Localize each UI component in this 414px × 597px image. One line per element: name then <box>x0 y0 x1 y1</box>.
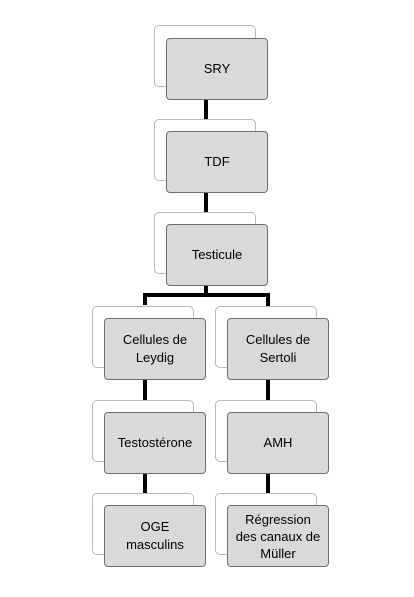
connector-testicule-branch <box>204 286 208 296</box>
amh-node: AMH <box>227 412 329 474</box>
connector-branch-left <box>143 293 147 305</box>
connector-amh-regression <box>266 474 270 504</box>
connector-sry-tdf <box>204 100 208 129</box>
connector-branch-right <box>266 293 270 317</box>
connector-sertoli-amh <box>266 380 270 410</box>
testicule-node: Testicule <box>166 224 268 286</box>
tdf-node: TDF <box>166 131 268 193</box>
leydig-node: Cellules de Leydig <box>104 318 206 380</box>
connector-leydig-testosterone <box>143 380 147 410</box>
connector-tdf-testicule <box>204 193 208 223</box>
connector-branch-horizontal <box>143 293 270 297</box>
sry-node: SRY <box>166 38 268 100</box>
oge-node: OGE masculins <box>104 505 206 567</box>
connector-testosterone-oge <box>143 474 147 504</box>
regression-node: Régression des canaux de Müller <box>227 505 329 567</box>
sertoli-node: Cellules de Sertoli <box>227 318 329 380</box>
testosterone-node: Testostérone <box>104 412 206 474</box>
